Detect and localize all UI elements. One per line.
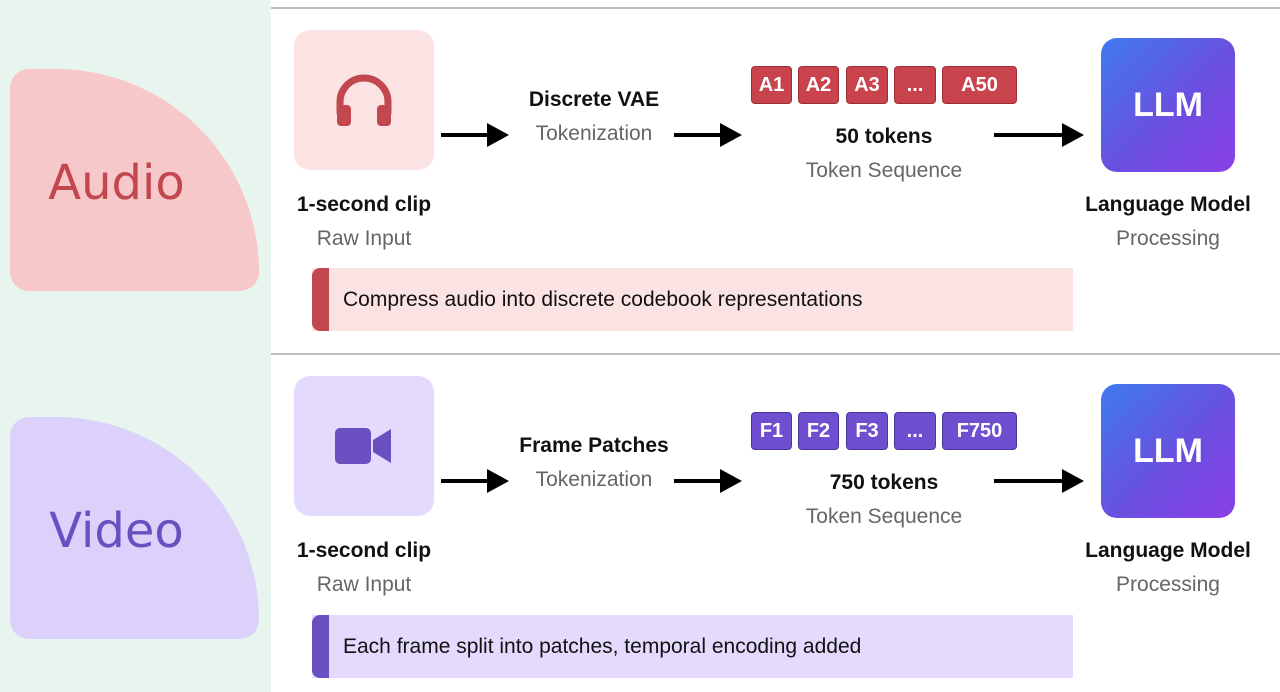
token-chip: A2 xyxy=(798,66,839,104)
token-chip: A1 xyxy=(751,66,792,104)
token-chip: F1 xyxy=(751,412,792,450)
audio-pipeline: 1-second clip Raw Input Discrete VAE Tok… xyxy=(294,30,1251,331)
audio-model-title: Language Model xyxy=(1085,193,1251,216)
divider-middle xyxy=(271,353,1280,355)
divider-top xyxy=(271,7,1280,9)
video-input-box xyxy=(294,376,434,516)
audio-method-subtitle: Tokenization xyxy=(535,122,653,145)
audio-input-box xyxy=(294,30,434,170)
note-accent-bar xyxy=(312,615,329,678)
video-method-subtitle: Tokenization xyxy=(535,468,653,491)
arrow-tokenizer-to-tokens xyxy=(674,469,742,493)
video-llm-box: LLM xyxy=(1101,384,1235,518)
token-chip: F3 xyxy=(846,412,888,450)
video-note: Each frame split into patches, temporal … xyxy=(312,615,1073,678)
video-camera-icon xyxy=(335,428,391,464)
token-chip: F2 xyxy=(798,412,839,450)
token-chip: ... xyxy=(894,66,936,104)
audio-input-subtitle: Raw Input xyxy=(316,227,412,250)
token-chip: F750 xyxy=(942,412,1017,450)
video-note-text: Each frame split into patches, temporal … xyxy=(343,634,862,658)
video-token-count: 750 tokens xyxy=(829,471,939,494)
video-method-title: Frame Patches xyxy=(519,434,669,457)
video-pipeline: 1-second clip Raw Input Frame Patches To… xyxy=(0,346,1280,692)
audio-method-title: Discrete VAE xyxy=(528,88,660,111)
video-token-subtitle: Token Sequence xyxy=(805,505,963,528)
audio-note-text: Compress audio into discrete codebook re… xyxy=(343,287,863,311)
audio-input-title: 1-second clip xyxy=(296,193,432,216)
arrow-input-to-tokenizer xyxy=(441,469,509,493)
note-accent-bar xyxy=(312,268,329,331)
arrow-tokens-to-llm xyxy=(994,469,1084,493)
video-input-subtitle: Raw Input xyxy=(316,573,412,596)
audio-token-subtitle: Token Sequence xyxy=(805,159,963,182)
video-model-subtitle: Processing xyxy=(1116,573,1220,596)
audio-token-count: 50 tokens xyxy=(835,125,933,148)
video-model-title: Language Model xyxy=(1085,539,1251,562)
audio-note: Compress audio into discrete codebook re… xyxy=(312,268,1073,331)
arrow-tokenizer-to-tokens xyxy=(674,123,742,147)
token-chip: A50 xyxy=(942,66,1017,104)
video-input-title: 1-second clip xyxy=(296,539,432,562)
arrow-input-to-tokenizer xyxy=(441,123,509,147)
headphones-icon xyxy=(336,74,392,126)
arrow-tokens-to-llm xyxy=(994,123,1084,147)
token-chip: A3 xyxy=(846,66,888,104)
audio-llm-box: LLM xyxy=(1101,38,1235,172)
audio-model-subtitle: Processing xyxy=(1116,227,1220,250)
token-chip: ... xyxy=(894,412,936,450)
